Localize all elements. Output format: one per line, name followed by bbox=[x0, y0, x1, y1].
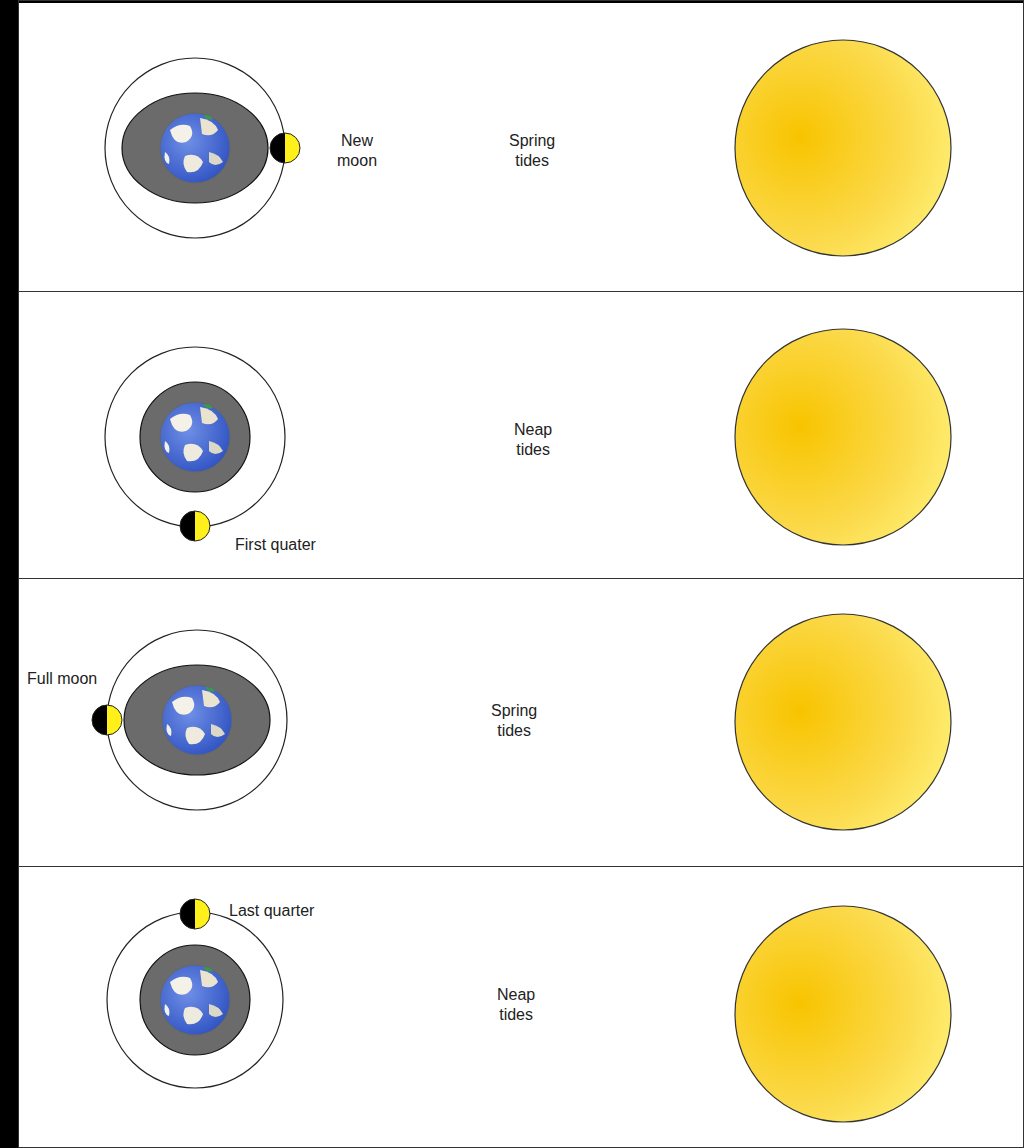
tide-label: Spring tides bbox=[491, 701, 537, 741]
tide-label: Neap tides bbox=[514, 420, 552, 460]
tide-label: New moon bbox=[337, 131, 377, 171]
panel-2-art bbox=[105, 329, 951, 545]
tide-label: Neap tides bbox=[497, 985, 535, 1025]
panel-3-art bbox=[92, 614, 951, 830]
tide-panel: Last quarterNeap tides bbox=[18, 866, 1024, 1148]
moon-phase-label: Last quarter bbox=[229, 901, 314, 921]
panel-4-art bbox=[107, 899, 951, 1122]
moon-phase-label: Full moon bbox=[27, 669, 97, 689]
tide-panel: Full moonSpring tides bbox=[18, 578, 1024, 867]
panel-1-art bbox=[105, 40, 951, 256]
left-bar bbox=[0, 0, 18, 1148]
moon-phase-label: First quater bbox=[235, 535, 316, 555]
tide-panel: New moon Spring tides bbox=[18, 0, 1024, 292]
tide-label: Spring tides bbox=[509, 131, 555, 171]
tide-panel: Neap tidesFirst quater bbox=[18, 291, 1024, 579]
